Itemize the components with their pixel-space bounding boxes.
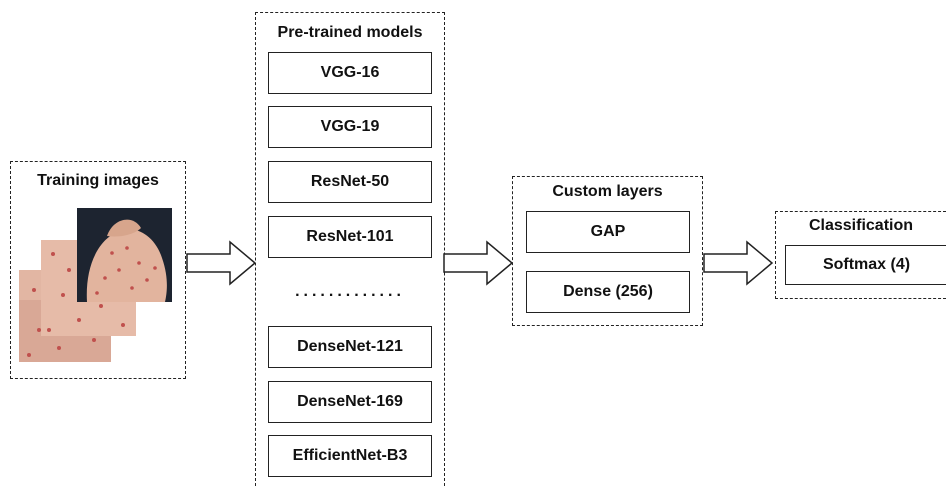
- model-densenet169: DenseNet-169: [268, 381, 432, 423]
- layer-gap: GAP: [526, 211, 690, 253]
- skin-image-front: [77, 208, 172, 302]
- custom-layers-group: Custom layers GAP Dense (256): [512, 176, 703, 326]
- arrow-to-pretrained: [186, 240, 257, 286]
- classification-group: Classification Softmax (4): [775, 211, 946, 299]
- pretrained-models-title: Pre-trained models: [277, 24, 423, 41]
- model-resnet50: ResNet-50: [268, 161, 432, 203]
- custom-layers-title: Custom layers: [552, 183, 663, 200]
- training-images-group: Training images: [10, 161, 186, 379]
- model-efficientnet-b3: EfficientNet-B3: [268, 435, 432, 477]
- arrow-to-classification: [703, 240, 774, 286]
- model-densenet121: DenseNet-121: [268, 326, 432, 368]
- model-vgg19: VGG-19: [268, 106, 432, 148]
- training-images-title: Training images: [37, 172, 159, 189]
- more-models-ellipsis: .............: [295, 283, 405, 300]
- output-softmax: Softmax (4): [785, 245, 946, 285]
- classification-title: Classification: [808, 217, 914, 234]
- arrow-to-custom-layers: [443, 240, 514, 286]
- layer-dense: Dense (256): [526, 271, 690, 313]
- pretrained-models-group: Pre-trained models VGG-16 VGG-19 ResNet-…: [255, 12, 445, 486]
- model-resnet101: ResNet-101: [268, 216, 432, 258]
- model-vgg16: VGG-16: [268, 52, 432, 94]
